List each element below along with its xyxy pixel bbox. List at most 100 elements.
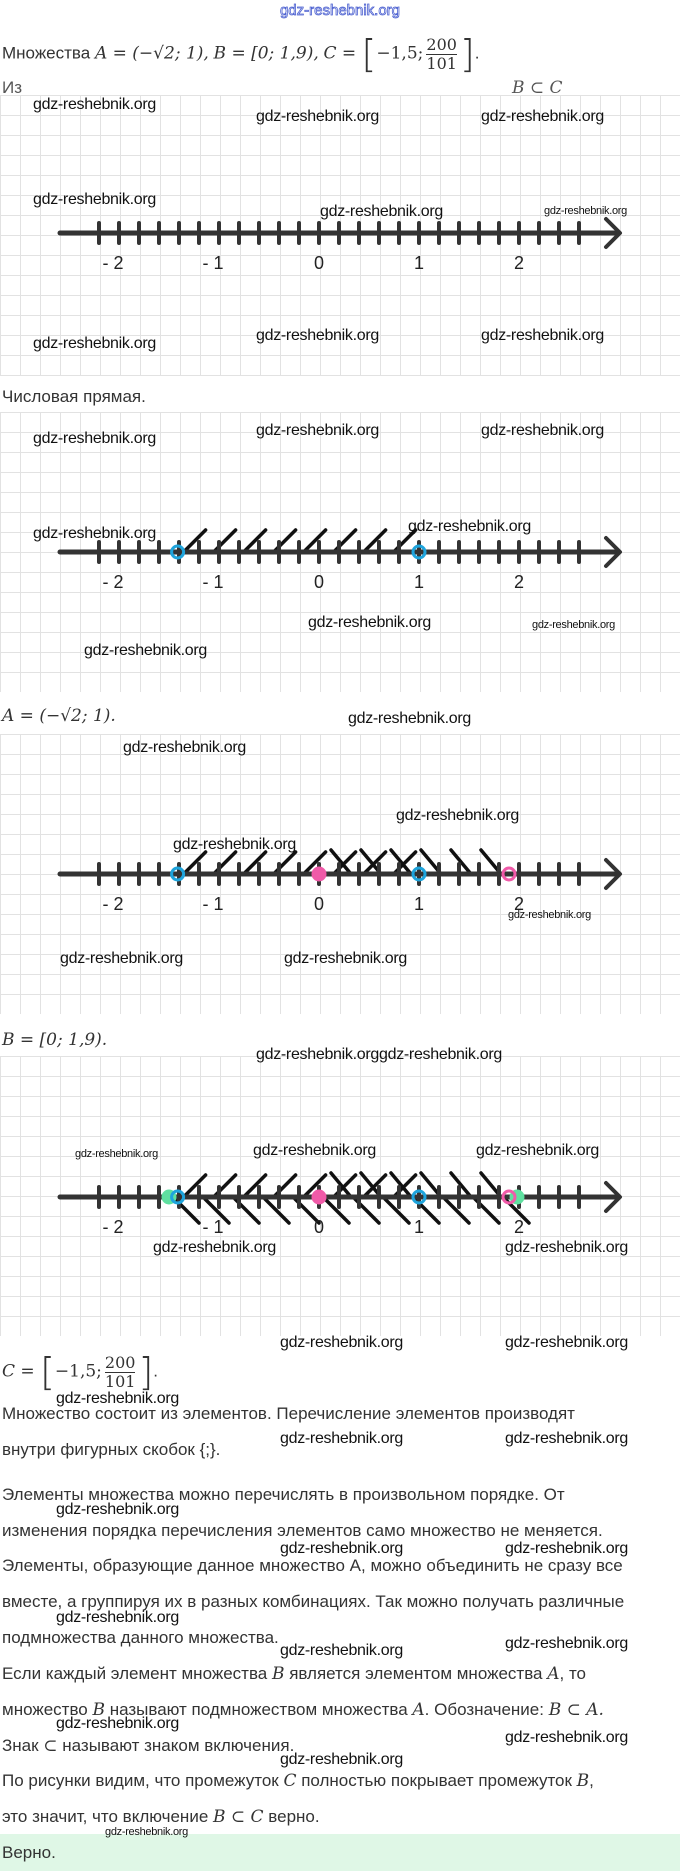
text: это значит, что включение xyxy=(2,1807,213,1826)
watermark: gdz-reshebnik.org xyxy=(153,1239,276,1256)
watermark: gdz-reshebnik.org xyxy=(280,1334,403,1351)
paragraph-line: Множество состоит из элементов. Перечисл… xyxy=(2,1404,575,1423)
interval-endpoint xyxy=(411,866,427,882)
tick-label: 2 xyxy=(514,894,524,914)
watermark: gdz-reshebnik.org xyxy=(505,1430,628,1447)
denominator: 101 xyxy=(426,53,457,73)
math: A xyxy=(412,1700,425,1720)
conclusion-line: По рисунки видим, что промежуток C полно… xyxy=(2,1771,594,1791)
caption-number-line: Числовая прямая. xyxy=(2,387,146,406)
arrow-head xyxy=(604,858,622,890)
hatch-mark xyxy=(361,850,388,876)
tick-label: - 1 xyxy=(202,572,223,592)
hatch-mark xyxy=(301,528,328,554)
text: Знак xyxy=(2,1736,44,1755)
watermark: gdz-reshebnik.org xyxy=(280,1430,403,1447)
math: A xyxy=(547,1664,560,1684)
watermark: gdz-reshebnik.org xyxy=(505,1540,628,1557)
tick-label: 1 xyxy=(414,1217,424,1237)
watermark: gdz-reshebnik.org xyxy=(396,807,519,824)
hatch-mark xyxy=(271,850,298,876)
definition-line: Знак ⊂ называют знаком включения. xyxy=(2,1736,294,1756)
watermark: gdz-reshebnik.org xyxy=(280,1751,403,1768)
watermark: gdz-reshebnik.org xyxy=(256,108,379,125)
period: . xyxy=(153,1361,159,1381)
watermark: gdz-reshebnik.org xyxy=(256,422,379,439)
site-watermark-top: gdz-reshebnik.org xyxy=(279,2,401,20)
math: B ⊂ C xyxy=(213,1807,264,1827)
hatch-mark xyxy=(443,1197,471,1225)
set-B-def: B = [0; 1,9), xyxy=(213,43,319,64)
tick-label: 1 xyxy=(414,894,424,914)
arrow-head xyxy=(604,1181,622,1213)
text: По рисунки видим, что промежуток xyxy=(2,1771,284,1790)
definition-line: множество B называют подмножеством множе… xyxy=(2,1700,604,1720)
hatch-mark xyxy=(271,1173,298,1199)
tick-label: 2 xyxy=(514,1217,524,1237)
definition-line: Если каждый элемент множества B является… xyxy=(2,1664,586,1684)
hatch-mark xyxy=(211,1173,238,1199)
hatch-mark xyxy=(389,848,413,876)
set-C-left: −1,5; xyxy=(376,43,424,64)
interval-endpoint xyxy=(170,866,186,882)
tick-label: 0 xyxy=(314,1217,324,1237)
watermark: gdz-reshebnik.org xyxy=(33,430,156,447)
watermark: gdz-reshebnik.org xyxy=(505,1239,628,1256)
watermark: gdz-reshebnik.org xyxy=(280,1642,403,1659)
tick-label: - 1 xyxy=(202,894,223,914)
watermark: gdz-reshebnik.org xyxy=(56,1501,179,1518)
hidden-start: Из xyxy=(2,78,23,97)
watermark: gdz-reshebnik.org xyxy=(308,614,431,631)
watermark: gdz-reshebnik.org xyxy=(408,518,531,535)
tick-label: - 1 xyxy=(202,1217,223,1237)
paragraph-line: Элементы, образующие данное множество А,… xyxy=(2,1556,623,1575)
tick-label: 0 xyxy=(314,572,324,592)
interval-endpoint xyxy=(411,544,427,560)
watermark: gdz-reshebnik.org xyxy=(56,1609,179,1626)
paragraph-line: Элементы множества можно перечислять в п… xyxy=(2,1485,565,1504)
text: . Обозначение: xyxy=(424,1700,549,1719)
watermark: gdz-reshebnik.org xyxy=(532,619,615,631)
hatch-mark xyxy=(361,528,388,554)
hatch-mark xyxy=(181,528,208,554)
paragraph-line: внутри фигурных скобок {;}. xyxy=(2,1440,221,1459)
text: , то xyxy=(559,1664,587,1683)
interval-endpoint xyxy=(501,866,517,882)
hatch-mark xyxy=(301,1173,328,1199)
hatch-mark xyxy=(323,1197,351,1225)
set-C-prefix: C = xyxy=(323,43,362,64)
paragraph-line: подмножества данного множества. xyxy=(2,1628,279,1647)
tick-label: 0 xyxy=(314,253,324,273)
arrow-head xyxy=(604,217,622,249)
arrow-head xyxy=(604,536,622,568)
hatch-mark xyxy=(241,850,268,876)
math: B xyxy=(271,1664,285,1684)
text: верно. xyxy=(263,1807,320,1826)
watermark: gdz-reshebnik.org xyxy=(256,327,379,344)
hatch-mark xyxy=(241,528,268,554)
hatch-mark xyxy=(449,1171,473,1199)
hatch-mark xyxy=(329,1171,353,1199)
watermark: gdz-reshebnik.org xyxy=(505,1635,628,1652)
text: Если каждый элемент множества xyxy=(2,1664,272,1683)
watermark: gdz-reshebnik.org xyxy=(379,1046,502,1063)
answer-text: Верно. xyxy=(2,1842,56,1862)
intro-sets-line: Множества A = (−√2; 1), B = [0; 1,9), C … xyxy=(2,32,480,76)
watermark: gdz-reshebnik.org xyxy=(348,710,471,727)
watermark: gdz-reshebnik.org xyxy=(75,1148,158,1160)
watermark: gdz-reshebnik.org xyxy=(481,422,604,439)
hatch-mark xyxy=(211,850,238,876)
hidden-end: B ⊂ C xyxy=(512,78,563,98)
hatch-mark xyxy=(263,1197,291,1225)
set-A-def: A = (−√2; 1), xyxy=(94,43,209,64)
